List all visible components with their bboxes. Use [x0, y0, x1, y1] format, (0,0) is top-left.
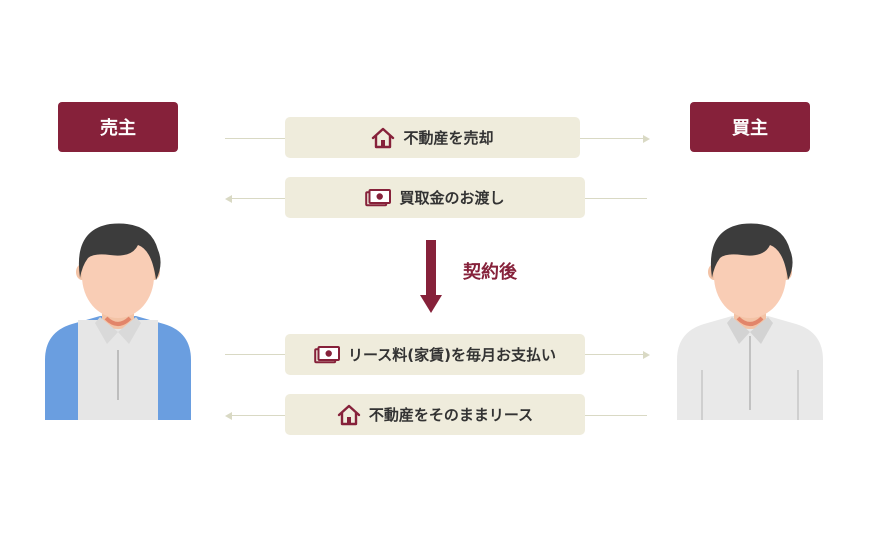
step-monthly-rent: リース料(家賃)を毎月お支払い — [285, 334, 585, 375]
connector-line — [585, 198, 647, 199]
arrow-left-head — [225, 195, 232, 203]
after-contract-label: 契約後 — [463, 262, 517, 283]
step-label: 不動産をそのままリース — [368, 406, 534, 424]
connector-line — [580, 138, 643, 139]
buyer-person-icon — [677, 223, 823, 420]
house-icon — [337, 404, 361, 425]
buyer-label: 買主 — [690, 102, 810, 152]
connector-line — [585, 415, 647, 416]
connector-line — [232, 415, 285, 416]
step-label: 不動産を売却 — [403, 129, 494, 147]
connector-line — [585, 354, 643, 355]
seller-person-icon — [45, 223, 191, 420]
step-payment-delivery: 買取金のお渡し — [285, 177, 585, 218]
seller-label: 売主 — [58, 102, 178, 152]
house-icon — [372, 127, 395, 148]
arrow-right-head — [643, 351, 650, 359]
step-lease-property: 不動産をそのままリース — [285, 394, 585, 435]
money-icon — [365, 188, 392, 206]
money-icon — [314, 345, 341, 363]
down-arrow-head — [420, 295, 442, 313]
arrow-right-head — [643, 135, 650, 143]
step-label: リース料(家賃)を毎月お支払い — [348, 346, 556, 364]
connector-line — [232, 198, 285, 199]
arrow-left-head — [225, 412, 232, 420]
connector-line — [225, 354, 285, 355]
connector-line — [225, 138, 285, 139]
step-sell-property: 不動産を売却 — [285, 117, 580, 158]
step-label: 買取金のお渡し — [399, 189, 505, 207]
down-arrow-shaft — [426, 240, 436, 296]
